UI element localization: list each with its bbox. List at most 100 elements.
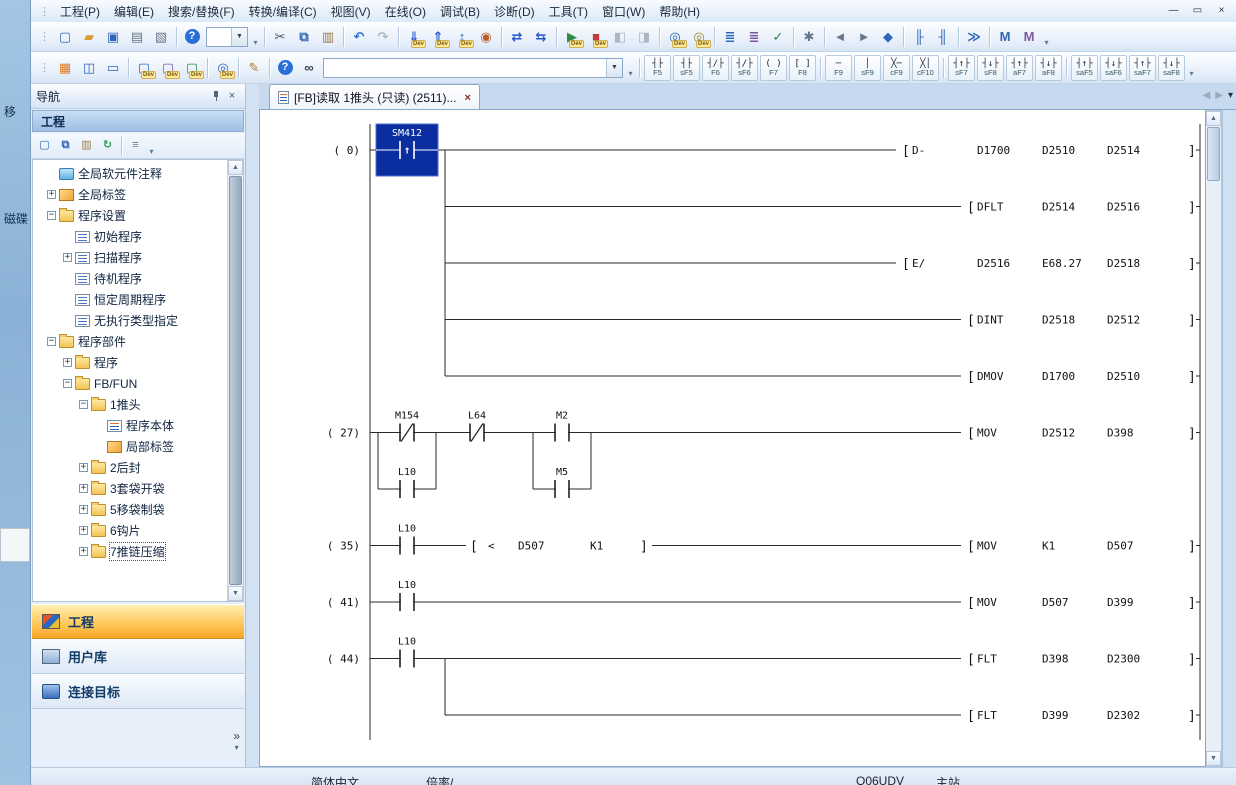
toolbar-combo[interactable]: ▼ <box>206 27 248 47</box>
find-combo-dropdown-icon[interactable]: ▼ <box>606 59 622 77</box>
scroll-up-icon[interactable]: ▲ <box>228 160 243 175</box>
step-ladder-1-icon[interactable]: ╟ <box>908 26 930 48</box>
toolbar-combo-dropdown-icon[interactable]: ▼ <box>231 28 247 46</box>
device-comment-display-icon[interactable]: ▢Dev <box>133 57 155 79</box>
paste-icon[interactable]: ▥ <box>317 26 339 48</box>
scroll-up-icon[interactable]: ▲ <box>1206 111 1221 126</box>
tree-item-5[interactable]: +扫描程序 <box>33 247 227 268</box>
print-icon[interactable]: ▤ <box>126 26 148 48</box>
ladder-key-sf6-button[interactable]: ┤/├sF6 <box>731 55 758 81</box>
transfer-setup-icon[interactable]: ⇄ <box>506 26 528 48</box>
expand-icon[interactable]: + <box>63 358 72 367</box>
menu-item-5[interactable]: 视图(V) <box>324 1 378 22</box>
tree-item-17[interactable]: +5移袋制袋 <box>33 499 227 520</box>
tree-item-3[interactable]: −程序设置 <box>33 205 227 226</box>
panel-splitter[interactable] <box>246 84 259 767</box>
bookmark-icon[interactable]: ◆ <box>877 26 899 48</box>
toolbar-overflow-icon[interactable]: ▾ <box>250 25 261 49</box>
tree-scrollbar-thumb[interactable] <box>229 176 242 585</box>
view-button-project[interactable]: 工程 <box>32 604 244 639</box>
ladder-key-sf5-button[interactable]: ┤├sF5 <box>673 55 700 81</box>
tree-item-7[interactable]: 恒定周期程序 <box>33 289 227 310</box>
scroll-down-icon[interactable]: ▼ <box>1206 751 1221 766</box>
expand-icon[interactable]: + <box>79 484 88 493</box>
nav-prev-icon[interactable]: ◄ <box>829 26 851 48</box>
open-project-icon[interactable]: ▰ <box>78 26 100 48</box>
remote-operation-icon[interactable]: ◉ <box>475 26 497 48</box>
scrollbar-track[interactable] <box>1206 182 1221 751</box>
nav-next-icon[interactable]: ► <box>853 26 875 48</box>
tree-item-9[interactable]: −程序部件 <box>33 331 227 352</box>
find-binoculars-icon[interactable]: ∞ <box>298 57 320 79</box>
watch-window-2-icon[interactable]: ◨ <box>633 26 655 48</box>
collapse-chevron[interactable]: »▾ <box>233 731 240 753</box>
device-display-mode-icon[interactable]: ◎Dev <box>212 57 234 79</box>
menu-item-1[interactable]: 工程(P) <box>53 1 107 22</box>
device-batch-monitor-icon[interactable]: ◎Dev <box>664 26 686 48</box>
minimize-button[interactable]: — <box>1163 2 1184 18</box>
ladder-key-cf10-button[interactable]: ╳│cF10 <box>912 55 939 81</box>
ladder-key-sf8-button[interactable]: ┤↓├sF8 <box>977 55 1004 81</box>
tab-prev-icon[interactable]: ◀ <box>1203 90 1211 101</box>
tree-item-13[interactable]: 程序本体 <box>33 415 227 436</box>
watch-window-1-icon[interactable]: ◧ <box>609 26 631 48</box>
tab-next-icon[interactable]: ▶ <box>1215 90 1223 101</box>
collapse-icon[interactable]: − <box>47 337 56 346</box>
read-from-plc-icon[interactable]: ⇑Dev <box>427 26 449 48</box>
ladder-key-cf9-button[interactable]: ╳─cF9 <box>883 55 910 81</box>
collapse-icon[interactable]: − <box>79 400 88 409</box>
tree-item-14[interactable]: 局部标签 <box>33 436 227 457</box>
pin-icon[interactable] <box>208 88 224 104</box>
copy-data-icon[interactable]: ⧉ <box>56 136 75 155</box>
parameter-setting-icon[interactable]: ≣ <box>719 26 741 48</box>
ladder-key-saf5-button[interactable]: ┤↑├saF5 <box>1071 55 1098 81</box>
monitor-graph-1-icon[interactable]: M <box>994 26 1016 48</box>
menu-item-3[interactable]: 搜索/替换(F) <box>161 1 242 22</box>
tree-item-2[interactable]: +全局标签 <box>33 184 227 205</box>
ladder-key-sf9-button[interactable]: │sF9 <box>854 55 881 81</box>
element-selection-window-icon[interactable]: ◫ <box>78 57 100 79</box>
menu-item-7[interactable]: 调试(B) <box>433 1 487 22</box>
ladder-key-saf7-button[interactable]: ┤↑├saF7 <box>1129 55 1156 81</box>
menu-item-9[interactable]: 工具(T) <box>542 1 595 22</box>
collapse-icon[interactable]: − <box>47 211 56 220</box>
ladder-key-f6-button[interactable]: ┤/├F6 <box>702 55 729 81</box>
ladder-key-saf6-button[interactable]: ┤↓├saF6 <box>1100 55 1127 81</box>
monitor-stop-icon[interactable]: ■Dev <box>585 26 607 48</box>
ladder-key-f7-button[interactable]: ( )F7 <box>760 55 787 81</box>
redo-icon[interactable]: ↷ <box>372 26 394 48</box>
view-button-connect[interactable]: 连接目标 <box>32 674 244 709</box>
expand-icon[interactable]: + <box>63 253 72 262</box>
write-to-plc-icon[interactable]: ⇓Dev <box>403 26 425 48</box>
connection-channel-icon[interactable]: ⇆ <box>530 26 552 48</box>
monitor-graph-2-icon[interactable]: M <box>1018 26 1040 48</box>
find-combo[interactable]: ▼ <box>323 58 623 78</box>
refresh-icon[interactable]: ↻ <box>98 136 117 155</box>
inline-st-icon[interactable]: ≫ <box>963 26 985 48</box>
tree-item-15[interactable]: +2后封 <box>33 457 227 478</box>
ladder-key-f5-button[interactable]: ┤├F5 <box>644 55 671 81</box>
tree-item-11[interactable]: −FB/FUN <box>33 373 227 394</box>
cut-icon[interactable]: ✂ <box>269 26 291 48</box>
note-display-icon[interactable]: ▢Dev <box>181 57 203 79</box>
ladder-key-af8-button[interactable]: ┤↓├aF8 <box>1035 55 1062 81</box>
output-window-icon[interactable]: ▭ <box>102 57 124 79</box>
menu-item-2[interactable]: 编辑(E) <box>107 1 161 22</box>
collapse-icon[interactable]: − <box>63 379 72 388</box>
toolbar-overflow-icon[interactable]: ▾ <box>1186 56 1197 80</box>
save-project-icon[interactable]: ▣ <box>102 26 124 48</box>
new-data-icon[interactable]: ▢ <box>35 136 54 155</box>
menu-item-10[interactable]: 窗口(W) <box>595 1 652 22</box>
panel-close-icon[interactable]: × <box>224 88 240 104</box>
ladder-canvas[interactable]: ( 0)[D-D1700D2510D2514]↑SM412[DFLTD2514D… <box>259 110 1206 767</box>
navigation-window-icon[interactable]: ▦ <box>54 57 76 79</box>
help-about-icon[interactable]: ? <box>181 26 203 48</box>
menu-item-11[interactable]: 帮助(H) <box>652 1 707 22</box>
document-tab[interactable]: [FB]读取 1推头 (只读) (2511)... × <box>269 84 480 109</box>
print-preview-icon[interactable]: ▧ <box>150 26 172 48</box>
view-button-userlib[interactable]: 用户库 <box>32 639 244 674</box>
sort-filter-icon[interactable]: ≡ <box>126 136 145 155</box>
tab-close-icon[interactable]: × <box>464 92 470 104</box>
tree-scrollbar[interactable]: ▲ ▼ <box>227 160 243 601</box>
tree-item-4[interactable]: 初始程序 <box>33 226 227 247</box>
